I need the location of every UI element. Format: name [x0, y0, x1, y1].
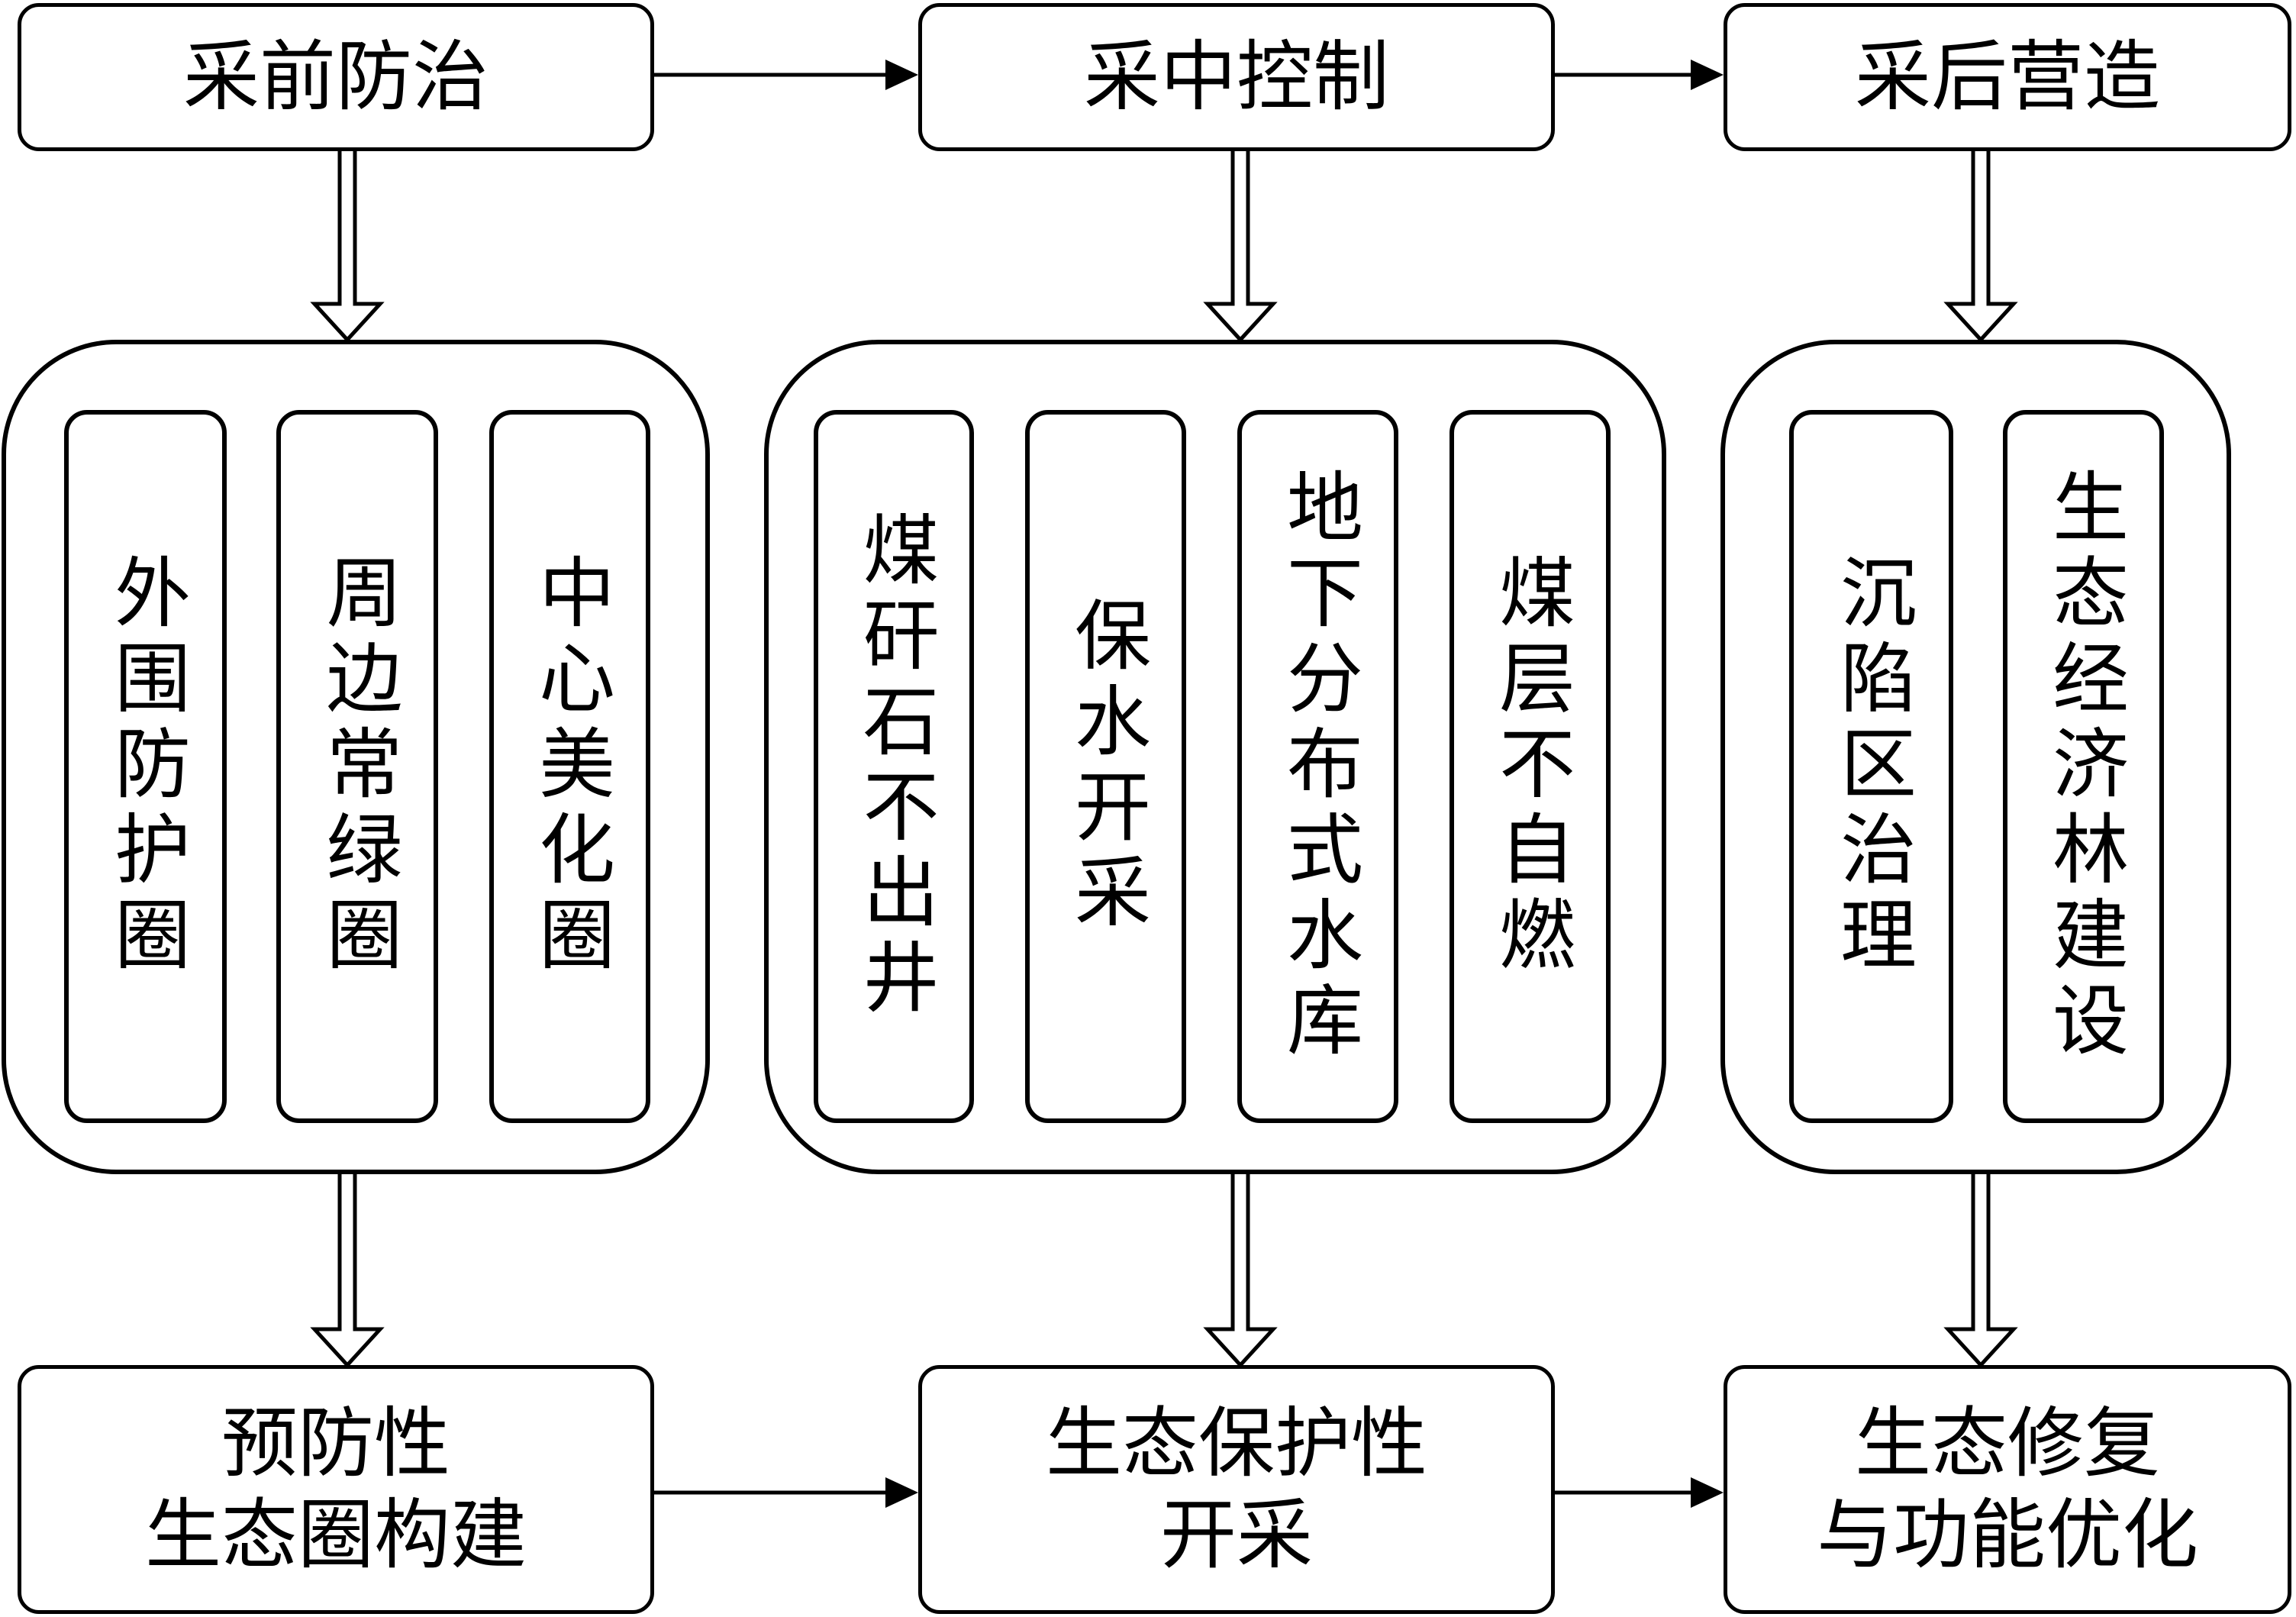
measure-label: 煤层不自燃: [1485, 553, 1575, 980]
measure-coal-seam-no-self-ignition: 煤层不自燃: [1450, 410, 1611, 1123]
outcome-line-2: 与功能优化: [1817, 1490, 2198, 1580]
measure-label: 外围防护圈: [101, 553, 191, 980]
measure-label: 地下分布式水库: [1273, 467, 1363, 1066]
arrow-during-to-post: [1555, 60, 1724, 90]
measure-label: 沉陷区治理: [1827, 553, 1917, 980]
stage-post-mining: 采后营造: [1724, 3, 2291, 151]
outcome-line-2: 生态圈构建: [145, 1490, 527, 1580]
stage-during-mining: 采中控制: [918, 3, 1555, 151]
outcome-line-1: 预防性: [221, 1399, 450, 1488]
outcome-eco-protective-mining: 生态保护性 开采: [918, 1365, 1555, 1614]
measure-gangue-not-out-of-well: 煤矸石不出井: [814, 410, 974, 1123]
measure-label: 中心美化圈: [525, 553, 615, 980]
measure-label: 煤矸石不出井: [850, 510, 939, 1023]
hollow-arrow-post-bottom: [1943, 1174, 2018, 1368]
arrow-outcome-during-to-post: [1555, 1477, 1724, 1508]
hollow-arrow-pre-bottom: [310, 1174, 385, 1368]
stage-post-mining-label: 采后营造: [1855, 32, 2160, 121]
measure-eco-economic-forest: 生态经济林建设: [2003, 410, 2164, 1123]
hollow-arrow-during-bottom: [1203, 1174, 1278, 1368]
stage-pre-mining-label: 采前防治: [183, 32, 489, 121]
outcome-preventive-eco-circle: 预防性 生态圈构建: [18, 1365, 654, 1614]
measure-label: 周边常绿圈: [313, 553, 402, 980]
measure-peripheral-evergreen-ring: 周边常绿圈: [276, 410, 438, 1123]
outcome-line-1: 生态修复: [1855, 1399, 2160, 1488]
stage-pre-mining: 采前防治: [18, 3, 654, 151]
measure-subsidence-treatment: 沉陷区治理: [1789, 410, 1953, 1123]
measure-label: 生态经济林建设: [2039, 467, 2129, 1066]
measure-underground-reservoir: 地下分布式水库: [1237, 410, 1398, 1123]
arrow-pre-to-during: [654, 60, 918, 90]
measure-central-beautification-ring: 中心美化圈: [489, 410, 650, 1123]
arrow-outcome-pre-to-during: [654, 1477, 918, 1508]
measure-water-preserved-mining: 保水开采: [1025, 410, 1186, 1123]
stage-during-mining-label: 采中控制: [1084, 32, 1389, 121]
measure-label: 保水开采: [1061, 595, 1151, 938]
hollow-arrow-post-top: [1943, 151, 2018, 343]
outcome-line-2: 开采: [1160, 1490, 1313, 1580]
hollow-arrow-during-top: [1203, 151, 1278, 343]
outcome-line-1: 生态保护性: [1046, 1399, 1427, 1488]
measure-outer-protection-ring: 外围防护圈: [64, 410, 227, 1123]
outcome-eco-restoration: 生态修复 与功能优化: [1724, 1365, 2291, 1614]
hollow-arrow-pre-top: [310, 151, 385, 343]
